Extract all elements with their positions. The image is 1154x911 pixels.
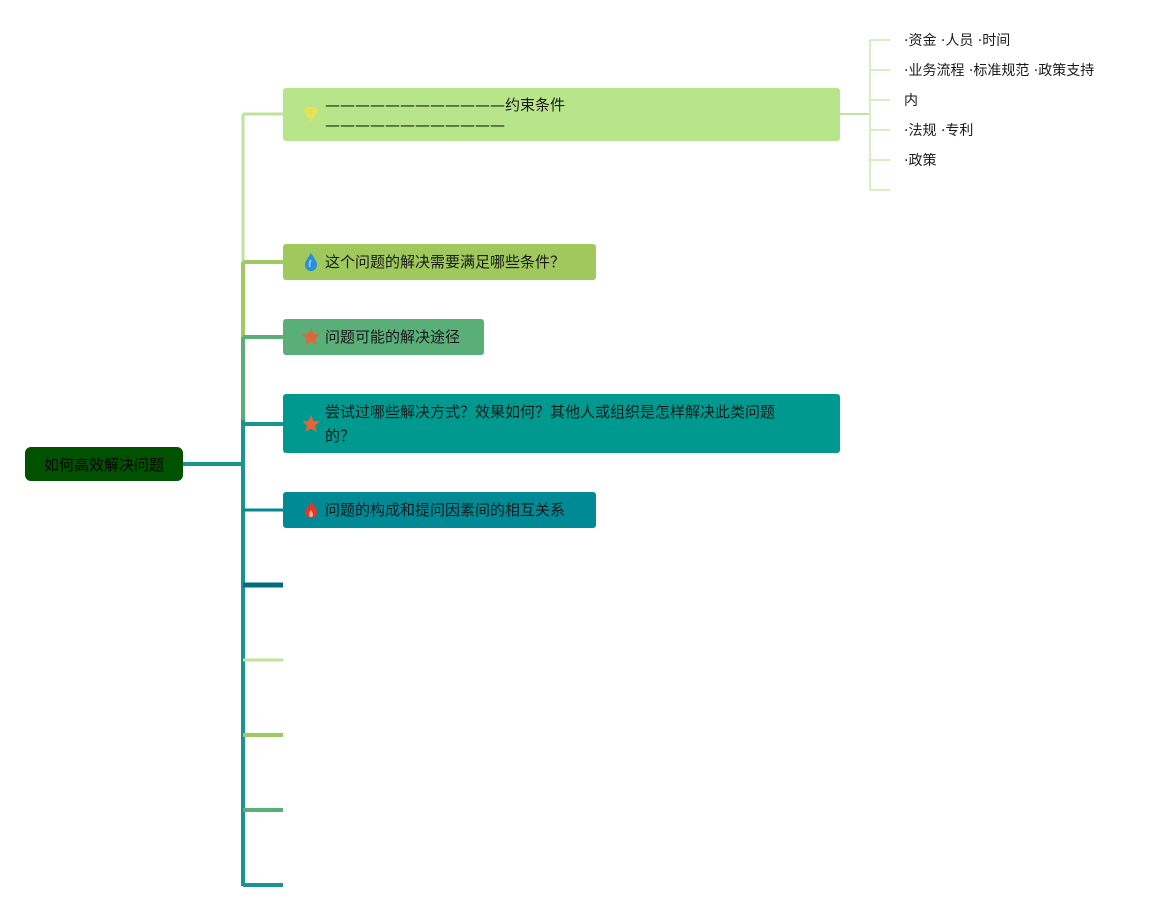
child-item[interactable]: ·政策 bbox=[904, 153, 937, 169]
child-item[interactable]: ·法规 ·专利 bbox=[904, 123, 974, 139]
branch-label-line2: 的？ bbox=[325, 426, 356, 445]
star-icon bbox=[301, 327, 321, 347]
branch-label-line2: ———————————— bbox=[325, 115, 505, 134]
fire-icon bbox=[301, 500, 321, 520]
branch-label: 问题可能的解决途径 bbox=[325, 328, 461, 346]
branch-node-constraints[interactable]: ————————————约束条件 ———————————— bbox=[283, 88, 840, 141]
branch-label: 这个问题的解决需要满足哪些条件？ bbox=[325, 253, 566, 271]
child-item[interactable]: 内 bbox=[904, 93, 918, 109]
water-drop-icon bbox=[301, 252, 321, 272]
child-item[interactable]: ·资金 ·人员 ·时间 bbox=[904, 33, 1011, 49]
diamond-icon bbox=[301, 105, 321, 125]
branch-node-conditions[interactable]: 这个问题的解决需要满足哪些条件？ bbox=[283, 244, 596, 280]
branch-label-line1: ————————————约束条件 bbox=[325, 95, 566, 114]
root-label: 如何高效解决问题 bbox=[43, 455, 164, 474]
branch-node-solutions[interactable]: 问题可能的解决途径 bbox=[283, 319, 484, 355]
branch-label-line1: 尝试过哪些解决方式？效果如何？其他人或组织是怎样解决此类问题 bbox=[325, 402, 776, 421]
root-node[interactable]: 如何高效解决问题 bbox=[25, 447, 183, 481]
branch-node-attempts[interactable]: 尝试过哪些解决方式？效果如何？其他人或组织是怎样解决此类问题 的？ bbox=[283, 394, 840, 453]
star-icon bbox=[301, 414, 321, 434]
branch-node-relations[interactable]: 问题的构成和提问因素间的相互关系 bbox=[283, 492, 596, 528]
child-item[interactable]: ·业务流程 ·标准规范 ·政策支持 bbox=[904, 63, 1095, 79]
branch-label: 问题的构成和提问因素间的相互关系 bbox=[325, 501, 566, 519]
